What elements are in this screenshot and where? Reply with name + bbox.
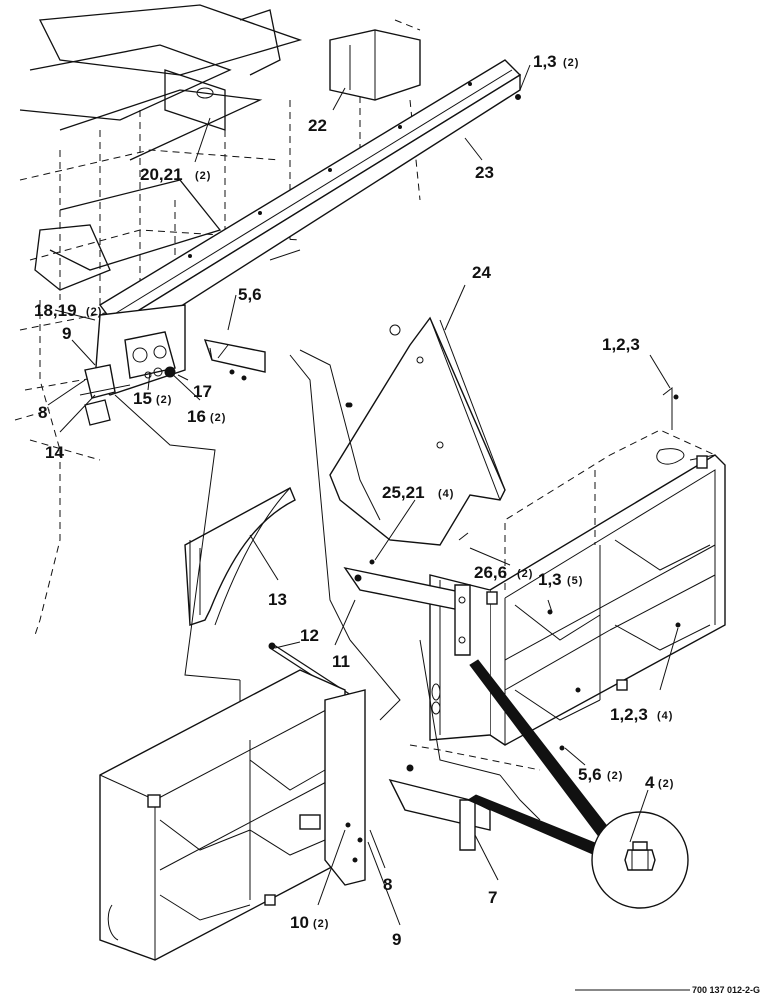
callout-16: 16	[187, 407, 206, 426]
callout-4-qty: (2)	[658, 778, 674, 790]
callout-12: 12	[300, 626, 319, 645]
callout-1-3-mid: 1,3	[538, 570, 562, 589]
callout-16-qty: (2)	[210, 412, 226, 424]
callout-25-21: 25,21	[382, 483, 425, 502]
callout-9-low: 9	[392, 930, 401, 949]
callout-1-2-3: 1,2,3	[602, 335, 640, 354]
callout-14: 14	[45, 443, 64, 462]
callout-5-6-top: 5,6	[238, 285, 262, 304]
callout-22: 22	[308, 116, 327, 135]
part-5-6-bracket	[203, 339, 266, 381]
callout-1-2-3-4-qty: (4)	[657, 710, 673, 722]
figure-number: 700 137 012-2-G	[692, 985, 760, 995]
callout-9-left: 9	[62, 324, 71, 343]
callout-23: 23	[475, 163, 494, 182]
callout-20-21: 20,21	[140, 165, 183, 184]
callout-26-6: 26,6	[474, 563, 507, 582]
callout-18-19: 18,19	[34, 301, 77, 320]
callout-10: 10	[290, 913, 309, 932]
callout-1-3-top: 1,3	[533, 52, 557, 71]
callout-24: 24	[472, 263, 491, 282]
fasteners	[345, 94, 681, 751]
callout-15: 15	[133, 389, 152, 408]
callout-8-left: 8	[38, 403, 47, 422]
callout-13: 13	[268, 590, 287, 609]
part-22-bracket	[329, 19, 421, 101]
callout-8-low: 8	[383, 875, 392, 894]
part-11-hinge-bracket	[343, 559, 471, 656]
leader-lines	[47, 64, 679, 926]
callout-15-qty: (2)	[156, 394, 172, 406]
panel-outlines	[114, 249, 541, 821]
callout-17: 17	[193, 382, 212, 401]
callout-1-2-3-4: 1,2,3	[610, 705, 648, 724]
right-storage-box	[429, 429, 726, 746]
callout-20-21-qty: (2)	[195, 170, 211, 182]
callout-5-6-low-qty: (2)	[607, 770, 623, 782]
part-24-shield	[329, 316, 506, 546]
part-7-hinge	[388, 764, 491, 851]
callout-7: 7	[488, 888, 497, 907]
callout-10-qty: (2)	[313, 918, 329, 930]
callout-1-3-top-qty: (2)	[563, 57, 579, 69]
callout-11: 11	[332, 652, 350, 671]
left-storage-box	[99, 669, 366, 961]
figure-number-block: 700 137 012-2-G	[575, 985, 760, 995]
callout-5-6-low: 5,6	[578, 765, 602, 784]
callout-1-3-mid-qty: (5)	[567, 575, 583, 587]
mounting-plate-assembly	[79, 304, 186, 426]
callout-4: 4	[645, 773, 655, 792]
callout-18-19-qty: (2)	[86, 306, 102, 318]
callout-26-6-qty: (2)	[517, 568, 533, 580]
detail-grease-fitting	[466, 659, 689, 909]
callout-25-21-qty: (4)	[438, 488, 454, 500]
callout-labels: 1,3 (2) 22 23 20,21 (2) 24 1,2,3 5,6 18,…	[34, 52, 674, 949]
